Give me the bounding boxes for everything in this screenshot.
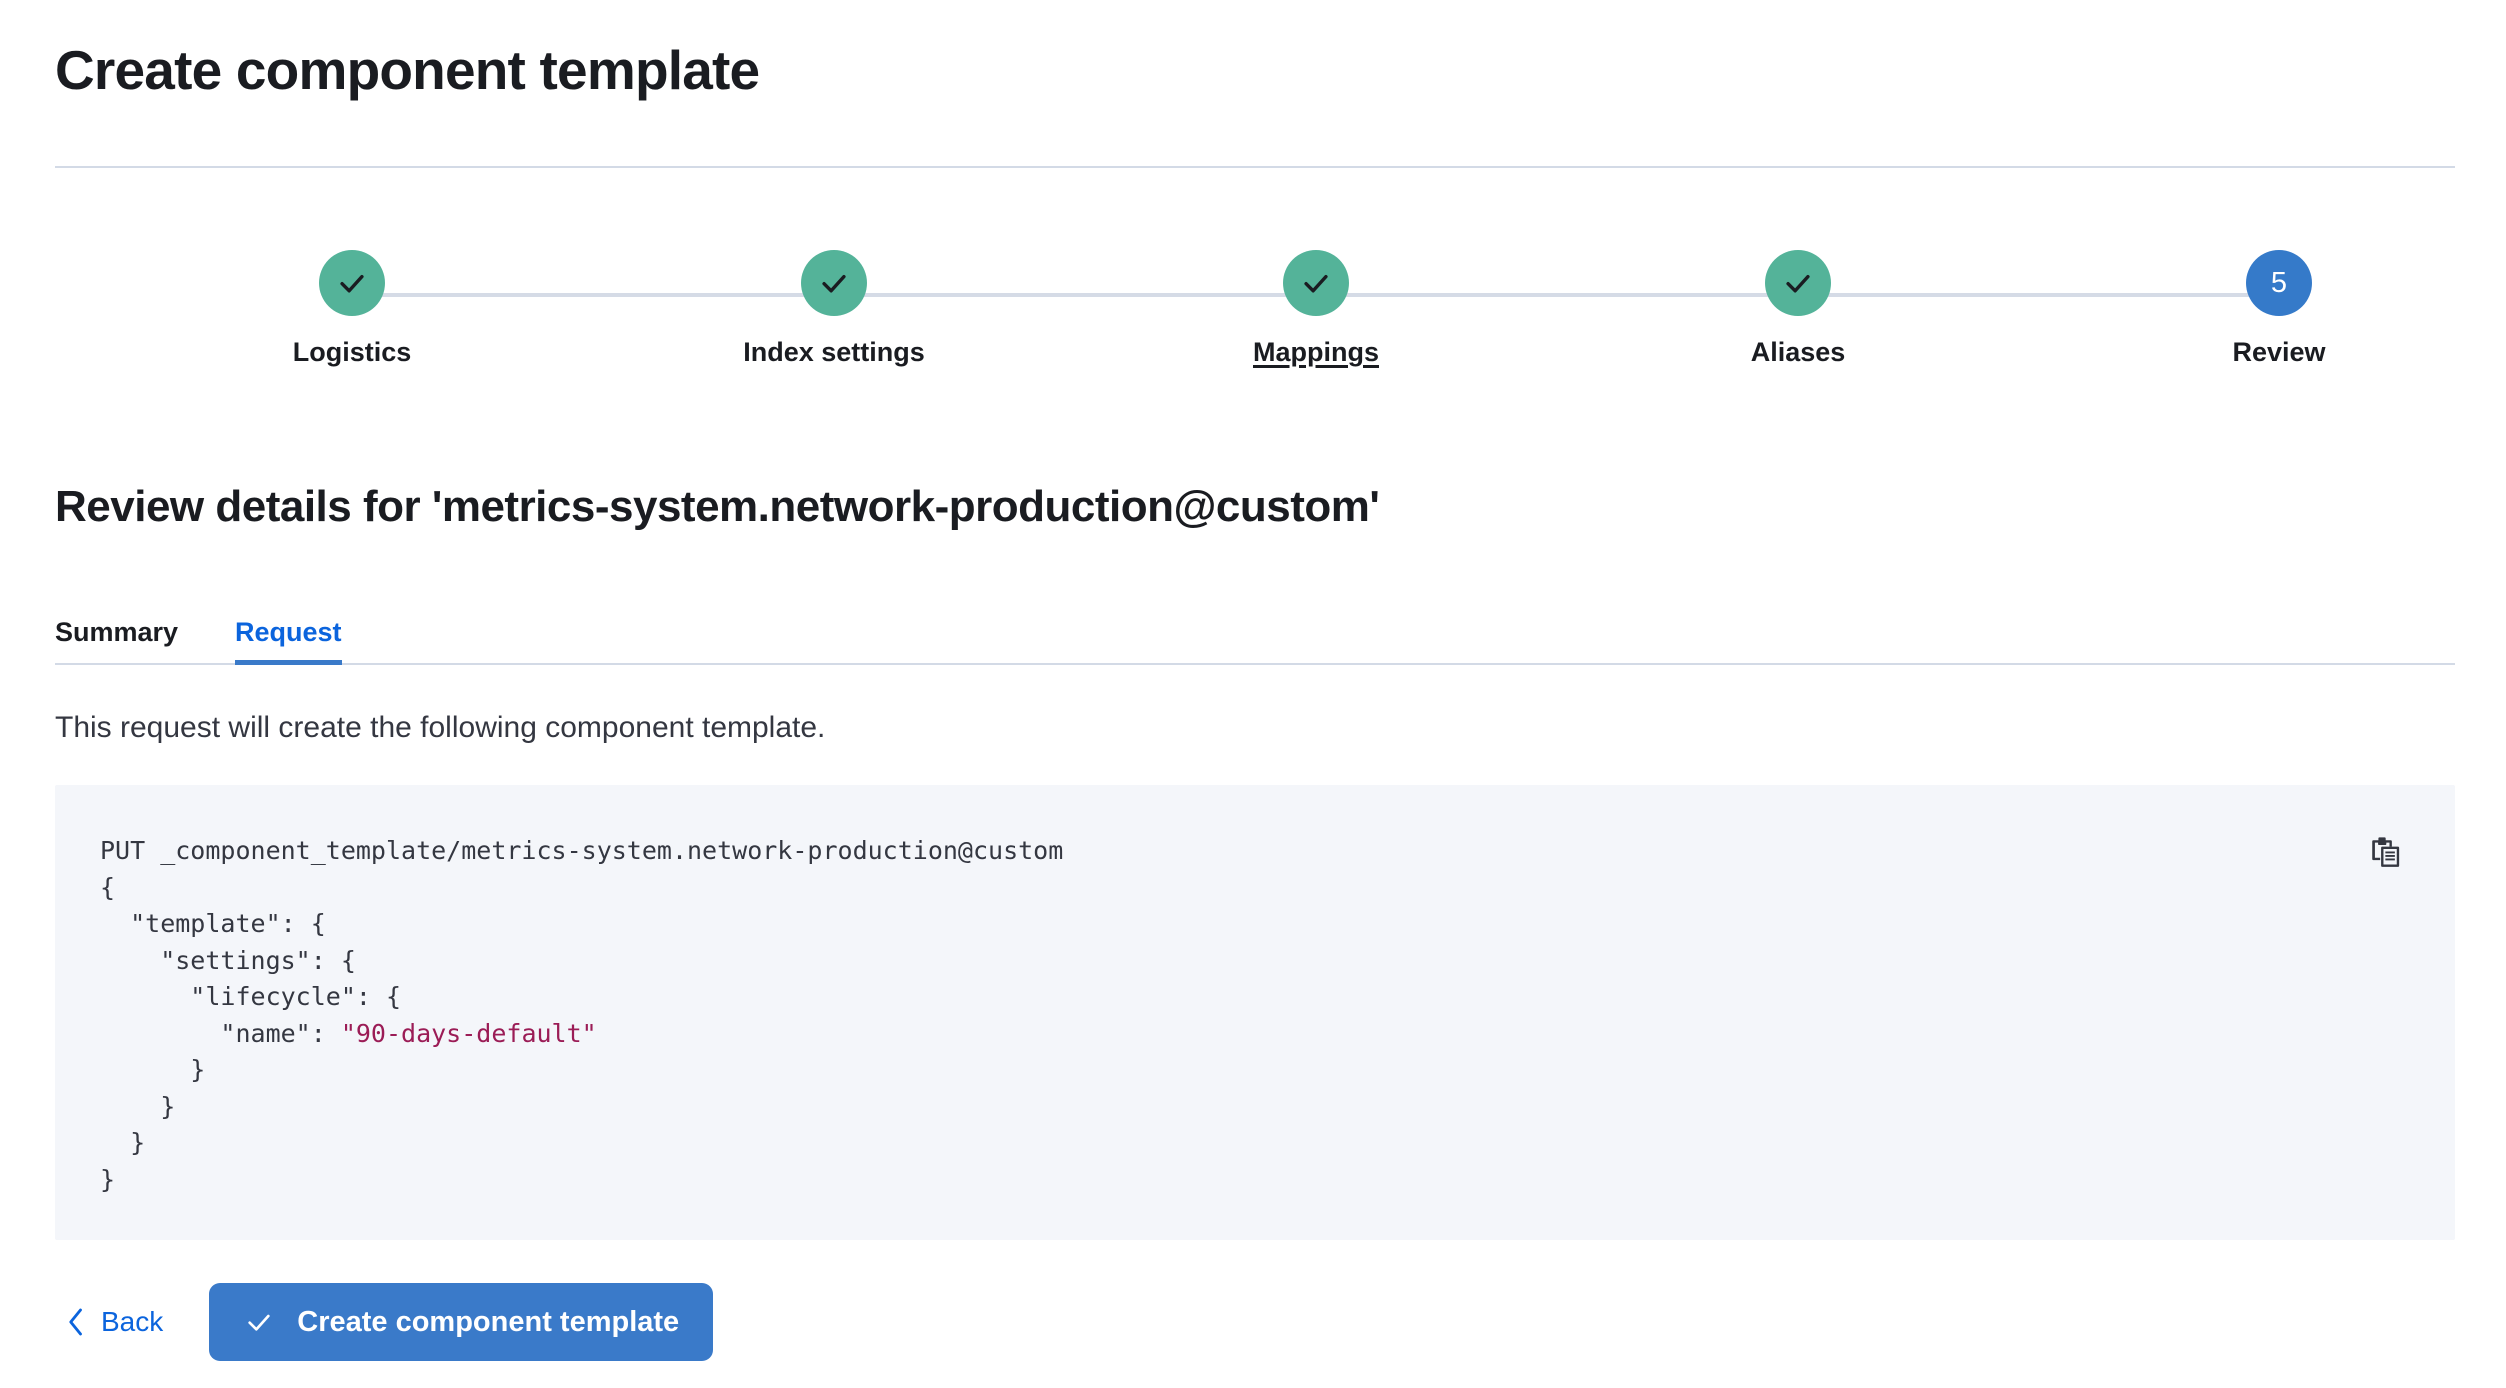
create-component-template-button-label: Create component template: [297, 1305, 680, 1338]
code-line-8: }: [100, 1091, 176, 1121]
step-review-circle[interactable]: 5: [2246, 250, 2312, 316]
step-mappings[interactable]: Mappings: [1116, 250, 1516, 368]
step-review-label: Review: [2232, 337, 2326, 367]
back-button[interactable]: Back: [55, 1302, 173, 1342]
step-index-settings-label: Index settings: [743, 337, 925, 367]
step-aliases[interactable]: Aliases: [1598, 250, 1998, 368]
tab-request[interactable]: Request: [235, 598, 342, 665]
check-icon: [340, 274, 364, 293]
step-logistics[interactable]: Logistics: [152, 250, 552, 368]
request-code[interactable]: PUT _component_template/metrics-system.n…: [100, 833, 1063, 1198]
create-component-template-button[interactable]: Create component template: [209, 1283, 714, 1361]
step-mappings-label[interactable]: Mappings: [1253, 337, 1379, 367]
request-description: This request will create the following c…: [55, 711, 826, 744]
code-line-4: "settings": {: [100, 945, 356, 975]
back-button-label: Back: [101, 1306, 164, 1337]
code-line-6-key: "name":: [100, 1018, 341, 1048]
step-index-settings-circle[interactable]: [801, 250, 867, 316]
check-icon: [1304, 274, 1328, 293]
header-divider: [55, 166, 2455, 168]
copy-clipboard-icon: [2372, 837, 2400, 867]
request-code-panel: PUT _component_template/metrics-system.n…: [55, 785, 2455, 1240]
tab-summary[interactable]: Summary: [55, 598, 178, 665]
check-icon: [248, 1314, 270, 1331]
code-line-10: }: [100, 1164, 116, 1194]
review-tabs: Summary Request: [55, 598, 2455, 666]
step-logistics-label: Logistics: [292, 337, 412, 367]
code-line-1: PUT _component_template/metrics-system.n…: [100, 836, 1064, 865]
tabs-divider: [55, 663, 2455, 665]
step-index-settings[interactable]: Index settings: [634, 250, 1034, 368]
chevron-left-icon: [65, 1307, 87, 1337]
code-line-2: {: [100, 872, 116, 902]
review-details-heading: Review details for 'metrics-system.netwo…: [55, 482, 1380, 531]
step-aliases-circle[interactable]: [1765, 250, 1831, 316]
code-line-3: "template": {: [100, 909, 326, 938]
code-line-7: }: [100, 1055, 206, 1084]
check-icon: [1786, 274, 1810, 293]
code-line-9: }: [100, 1128, 146, 1157]
wizard-footer-actions: Back Create component template: [55, 1283, 714, 1361]
copy-request-button[interactable]: [2363, 829, 2409, 875]
check-icon: [822, 274, 846, 293]
step-review-number: 5: [2270, 266, 2288, 299]
step-aliases-label: Aliases: [1750, 337, 1846, 367]
step-review[interactable]: 5 Review: [2079, 250, 2479, 368]
code-line-5: "lifecycle": {: [100, 982, 402, 1011]
wizard-stepper: Logistics Index settings Mappings: [55, 250, 2455, 400]
code-line-6-value: "90-days-default": [340, 1018, 597, 1048]
step-mappings-circle[interactable]: [1283, 250, 1349, 316]
page-title: Create component template: [55, 39, 760, 101]
step-logistics-circle[interactable]: [319, 250, 385, 316]
